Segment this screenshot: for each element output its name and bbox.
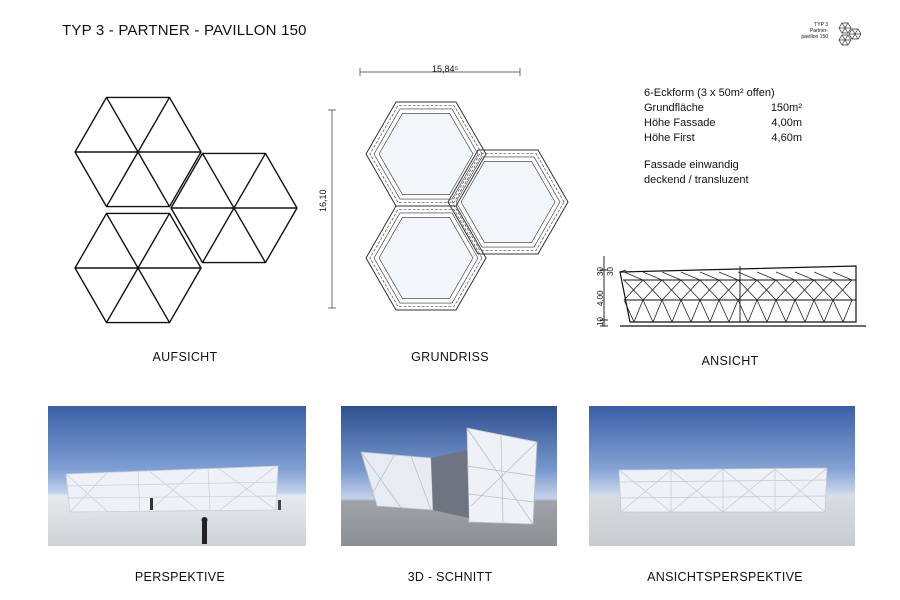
aufsicht-drawing [74,96,298,324]
spec-row-facade-height: Höhe Fassade 4,00m [644,116,802,131]
spec-heading: 6-Eckform (3 x 50m² offen) [644,87,775,99]
section-render-image [360,427,538,525]
logo-caption-line1: TYP 3 [814,22,828,28]
aufsicht-caption: AUFSICHT [152,350,218,364]
grundriss-caption: GRUNDRISS [411,350,489,364]
facade-note-line2: deckend / transluzent [644,174,749,186]
page-title: TYP 3 - PARTNER - PAVILLON 150 [62,22,307,39]
grundriss-drawing: · · [328,68,569,331]
ansicht-drawing [600,256,866,327]
perspektive-rendering [48,406,306,546]
perspektive-caption: PERSPEKTIVE [134,570,226,584]
grundriss-height-dimension: 16,10 [318,189,328,212]
spec-value: 4,00m [771,117,802,129]
ansichtsperspektive-rendering [589,406,855,546]
spec-label: Höhe Fassade [644,117,716,129]
hexagon-logo-icon [838,22,862,46]
schnitt-rendering [341,406,557,546]
spec-row-area: Grundfläche 150m² [644,101,802,116]
specifications: 6-Eckform (3 x 50m² offen) Grundfläche 1… [644,86,802,188]
spec-value: 4,60m [771,132,802,144]
grundriss-width-dimension: 15,84⁵ [432,64,459,74]
elevation-render-image [618,467,828,513]
ansicht-dim-10: 10 [596,317,605,326]
pavilion-render-image [65,465,281,544]
spec-label: Grundfläche [644,102,704,114]
spec-label: Höhe First [644,132,695,144]
scale-note: · · [462,327,465,331]
facade-note-line1: Fassade einwandig [644,159,739,171]
spec-value: 150m² [770,102,802,114]
ansicht-dim-400: 4,00 [596,290,605,306]
ansicht-dim-30-left: 30 [596,267,605,276]
spec-row-ridge-height: Höhe First 4,60m [644,131,802,146]
ansicht-dim-30-right: 30 [606,267,615,276]
ansicht-caption: ANSICHT [701,354,759,368]
ansichtsperspektive-caption: ANSICHTSPERSPEKTIVE [647,570,803,584]
logo-caption-line2: Partner- [809,28,828,34]
logo-caption: TYP 3 Partner- pavillon 150 [788,22,828,40]
logo-caption-line3: pavillon 150 [801,34,828,40]
schnitt-caption: 3D - SCHNITT [407,570,493,584]
